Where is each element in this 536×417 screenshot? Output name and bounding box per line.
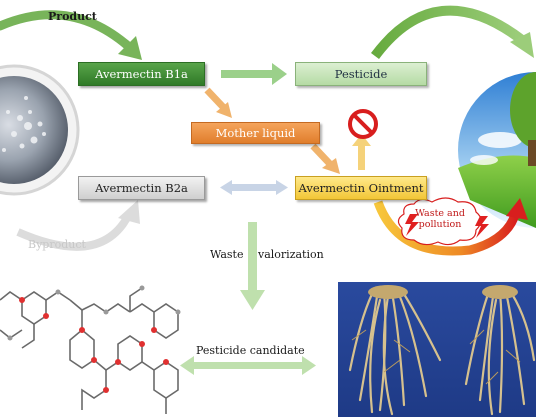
waste-pollution-bubble: Waste and pollution <box>398 208 482 230</box>
molecule-atoms <box>7 285 181 393</box>
product-label: Product <box>48 10 97 23</box>
b1a-to-mother-liquid-arrow <box>204 87 232 118</box>
petri-dish <box>0 64 80 196</box>
lightning-icon <box>405 214 489 238</box>
b1a-to-pesticide-arrow <box>221 63 287 85</box>
mother-liquid-to-ointment-arrow <box>310 143 340 174</box>
avermectin-ointment-label: Avermectin Ointment <box>298 181 424 195</box>
valorization-label: valorization <box>258 248 324 261</box>
prohibition-sign <box>348 109 378 139</box>
waste-pollution-line1: Waste and <box>415 208 465 219</box>
avermectin-b1a-label: Avermectin B1a <box>95 67 188 81</box>
waste-arrow <box>373 198 528 256</box>
mother-liquid-label: Mother liquid <box>215 126 296 140</box>
byproduct-arrow <box>16 200 140 251</box>
molecule-structure <box>0 287 179 414</box>
waste-valorization-arrow <box>240 222 265 310</box>
byproduct-label: Byproduct <box>28 238 86 251</box>
b2a-ointment-double-arrow <box>220 180 288 195</box>
candidate-double-arrow <box>180 356 316 375</box>
pesticide-label: Pesticide <box>334 67 388 81</box>
pesticide-box: Pesticide <box>295 62 427 86</box>
waste-label: Waste <box>210 248 244 261</box>
product-arrow <box>0 10 142 60</box>
avermectin-ointment-box: Avermectin Ointment <box>295 176 427 200</box>
ointment-to-pesticide-arrow <box>352 134 371 170</box>
avermectin-b2a-label: Avermectin B2a <box>95 181 188 195</box>
mother-liquid-box: Mother liquid <box>191 122 320 144</box>
root-samples <box>338 282 536 417</box>
pesticide-to-landscape-arrow <box>370 5 534 59</box>
pesticide-candidate-label: Pesticide candidate <box>196 344 305 357</box>
avermectin-b2a-box: Avermectin B2a <box>78 176 205 200</box>
avermectin-b1a-box: Avermectin B1a <box>78 62 205 86</box>
waste-pollution-line2: pollution <box>418 219 462 230</box>
